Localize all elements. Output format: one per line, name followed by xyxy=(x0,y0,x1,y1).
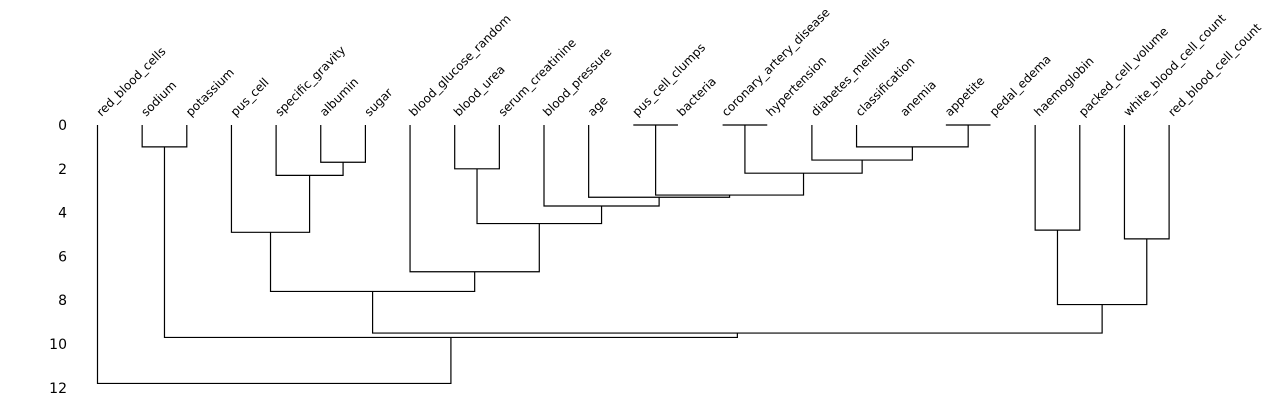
leaf-label: sodium xyxy=(138,78,179,119)
y-axis-ticks: 0 2 4 6 8 10 12 xyxy=(49,118,67,397)
dendrogram-link xyxy=(275,125,344,176)
leaf-label: diabetes_mellitus xyxy=(808,35,892,119)
leaf-label: appetite xyxy=(942,74,987,119)
dendrogram-links xyxy=(96,124,1170,385)
y-tick-label: 4 xyxy=(58,206,67,222)
dendrogram-link xyxy=(655,125,805,196)
dendrogram-link xyxy=(371,291,1103,334)
dendrogram-link xyxy=(230,125,311,233)
y-tick-label: 6 xyxy=(58,249,67,265)
leaf-label: red_blood_cell_count xyxy=(1165,20,1264,119)
leaf-label: packed_cell_volume xyxy=(1076,24,1171,119)
dendrogram-link xyxy=(409,125,540,273)
leaf-label: pus_cell_clumps xyxy=(630,40,709,119)
dendrogram-link xyxy=(855,125,969,148)
leaf-label: sugar xyxy=(362,85,396,119)
leaf-label: pus_cell xyxy=(228,75,272,119)
leaf-label: bacteria xyxy=(674,74,719,119)
dendrogram-link xyxy=(141,125,188,148)
y-tick-label: 0 xyxy=(58,118,67,134)
leaf-label: anemia xyxy=(897,78,939,120)
dendrogram-link xyxy=(1123,125,1170,240)
dendrogram-link xyxy=(476,168,603,225)
leaf-label: serum_creatinine xyxy=(496,36,579,119)
y-tick-label: 10 xyxy=(49,337,67,353)
y-tick-label: 12 xyxy=(49,381,67,397)
dendrogram-link xyxy=(744,125,863,174)
dendrogram-link xyxy=(269,232,476,293)
dendrogram-link xyxy=(96,125,452,385)
dendrogram-link xyxy=(543,125,660,207)
dendrogram-link xyxy=(320,125,366,163)
y-tick-label: 8 xyxy=(58,293,67,309)
dendrogram-link xyxy=(163,146,738,339)
dendrogram-link xyxy=(1056,230,1148,306)
leaf-label: age xyxy=(585,93,611,119)
dendrogram-link xyxy=(811,125,913,161)
dendrogram-link xyxy=(454,125,500,170)
dendrogram-link xyxy=(1034,125,1081,231)
dendrogram-link xyxy=(588,125,731,198)
leaf-label: albumin xyxy=(317,75,361,119)
y-tick-label: 2 xyxy=(58,162,67,178)
